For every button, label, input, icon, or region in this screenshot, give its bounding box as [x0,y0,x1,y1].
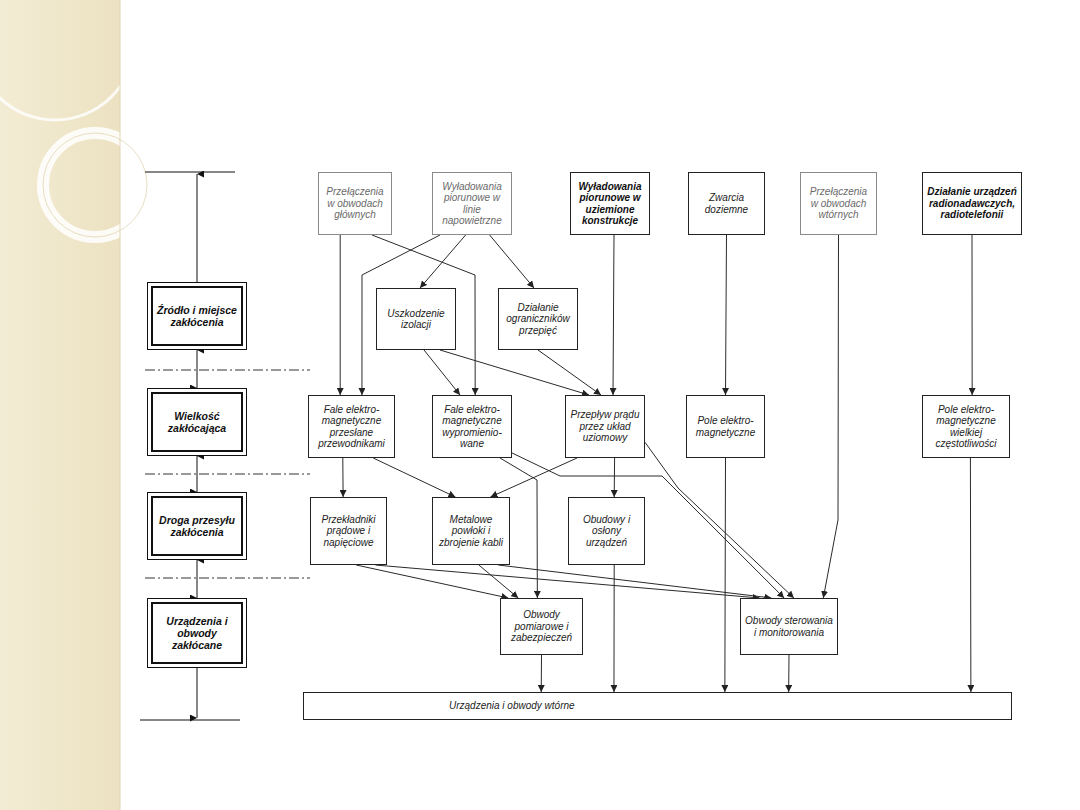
axis-limit [140,720,240,721]
box-label: Zwarcia doziemne [693,192,760,215]
process-box: Działanie ograniczników przepięć [498,288,578,350]
connector-arrow [512,453,784,598]
box-label: Fale elektro-magnetyczne przesłane przew… [313,404,390,450]
connector-arrow [823,235,838,598]
connector-arrow [479,565,518,598]
quantity-box: Pole elektro-magnetyczne [686,395,765,458]
equipment-bar: Urządzenia i obwody wtórne [303,692,1012,720]
axis-line [197,456,198,492]
connector-arrow [972,235,973,395]
quantity-box: Przepływ prądu przez układ uziomowy [565,395,645,458]
box-label: Obwody sterowania i monitorowania [745,615,833,638]
connector-arrow [613,565,614,692]
path-box: Metalowe powłoki i zbrojenie kabli [432,497,510,565]
connector-arrow [342,458,343,497]
connector-arrow [788,655,789,692]
box-label: Przepływ prądu przez układ uziomowy [570,409,640,444]
separator-line [145,578,310,579]
connector-arrow [724,458,726,692]
box-label: Droga przesyłu zakłócenia [156,514,238,538]
side-strip [0,0,120,810]
source-box: Przełączenia w obwodach głównych [318,172,392,235]
box-label: Pole elektro-magnetyczne wielkiej często… [927,404,1005,450]
box-label: Źródło i miejsce zakłócenia [156,304,238,328]
connector-arrow [420,235,466,288]
ring [0,0,135,120]
strip-edge [120,0,121,810]
process-box: Uszkodzenie izolacji [376,288,456,350]
box-label: Wyładowania piorunowe w uziemione konstr… [575,181,645,227]
connector-arrow [613,235,614,395]
connector-arrow [538,350,601,395]
connector-arrow [375,565,759,598]
source-box: Działanie urządzeń radionadawczych, radi… [922,172,1022,235]
box-label: Uszkodzenie izolacji [381,308,451,331]
source-box: Wyładowania piorunowe w uziemione konstr… [570,172,650,235]
level-box: Droga przesyłu zakłócenia [147,492,247,560]
connector-arrow [614,458,615,497]
connector-arrow [970,458,971,692]
source-box: Wyładowania piorunowe w linie napowietrz… [432,172,512,235]
box-label: Przekładniki prądowe i napięciowe [315,514,382,549]
separator-line [145,474,310,475]
circuit-box: Obwody sterowania i monitorowania [740,598,838,655]
ring [43,133,147,237]
separator-line [145,370,310,371]
level-box: Wielkość zakłócająca [147,388,247,456]
axis-line [197,668,198,718]
connector-arrow [372,235,475,395]
axis-line [197,174,198,282]
level-box: Urządzenia i obwody zakłócane [147,598,247,668]
path-box: Obudowy i osłony urządzeń [568,497,645,565]
box-label: Metalowe powłoki i zbrojenie kabli [437,514,505,549]
connector-arrow [726,235,727,395]
box-label: Wielkość zakłócająca [156,410,238,434]
box-label: Fale elektro-magnetyczne wypromienio-wan… [437,404,507,450]
box-label: Działanie urządzeń radionadawczych, radi… [927,186,1017,221]
quantity-box: Fale elektro-magnetyczne przesłane przew… [308,395,395,458]
circuit-box: Obwody pomiarowe i zabezpieczeń [500,598,583,655]
level-box: Źródło i miejsce zakłócenia [147,282,247,350]
box-label: Urządzenia i obwody zakłócane [156,615,238,651]
axis-limit [145,172,235,173]
connector-arrow [541,655,542,692]
box-label: Obudowy i osłony urządzeń [573,514,640,549]
connector-arrow [490,235,534,288]
quantity-box: Pole elektro-magnetyczne wielkiej często… [922,395,1010,458]
connector-arrow [424,350,460,395]
connector-arrow [340,235,341,395]
box-label: Urządzenia i obwody wtórne [449,700,575,712]
axis-line [197,560,198,598]
ring [43,133,147,237]
box-label: Wyładowania piorunowe w linie napowietrz… [437,181,507,227]
source-box: Zwarcia doziemne [688,172,765,235]
box-label: Pole elektro-magnetyczne [691,415,760,438]
box-label: Przełączenia w obwodach wtórnych [805,186,872,221]
box-label: Przełączenia w obwodach głównych [323,186,387,221]
connector-arrow [373,458,455,497]
quantity-box: Fale elektro-magnetyczne wypromienio-wan… [432,395,512,458]
axis-line [197,350,198,388]
connector-arrow [440,350,589,395]
source-box: Przełączenia w obwodach wtórnych [800,172,877,235]
connector-arrow [645,442,794,598]
box-label: Obwody pomiarowe i zabezpieczeń [505,609,578,644]
connector-arrow [498,565,771,598]
separator [145,370,310,578]
connector-arrow [491,458,578,497]
path-box: Przekładniki prądowe i napięciowe [310,497,387,565]
box-label: Działanie ograniczników przepięć [503,302,573,337]
